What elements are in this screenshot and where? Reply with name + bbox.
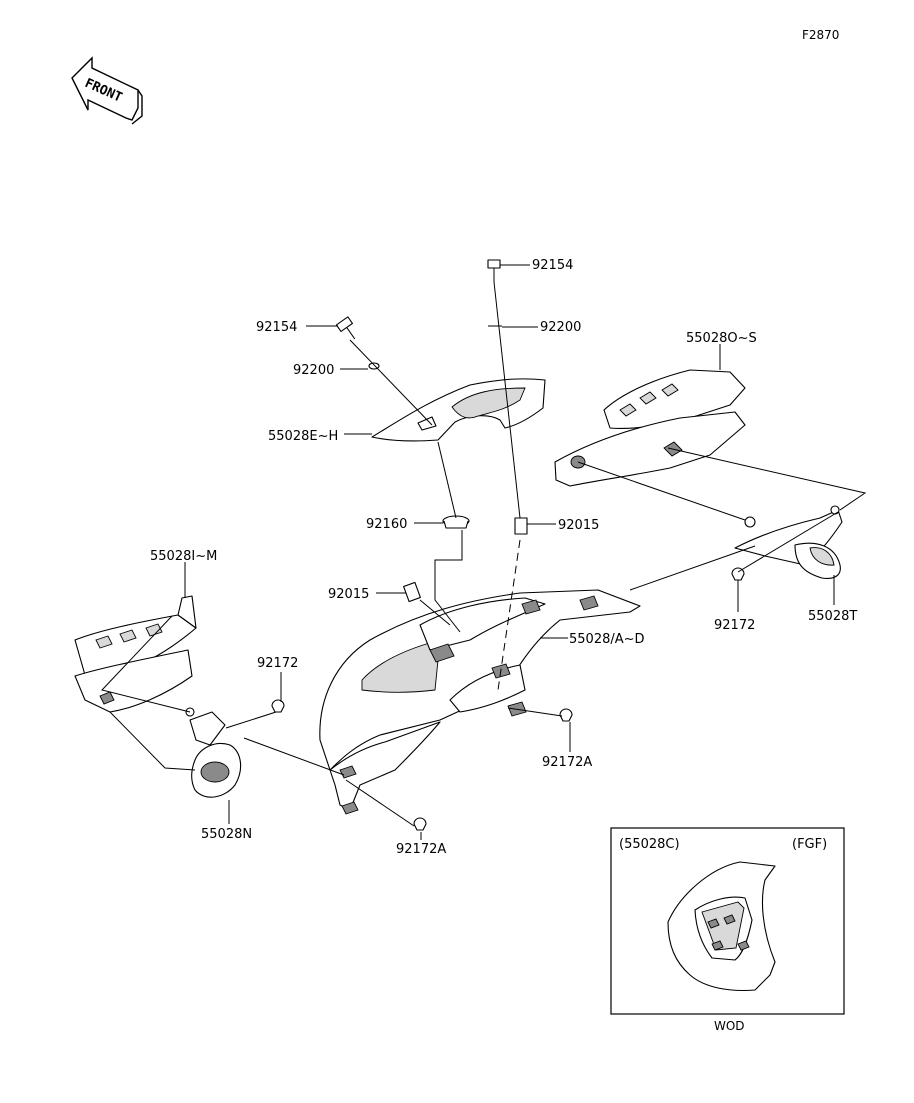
callout-92154-left: 92154 xyxy=(256,320,297,335)
callout-55028n: 55028N xyxy=(201,827,252,842)
callout-92172-right: 92172 xyxy=(714,618,755,633)
diagram-id: F2870 xyxy=(802,28,839,42)
callout-55028e-h: 55028E~H xyxy=(268,429,338,444)
callout-55028i-m: 55028I~M xyxy=(150,549,217,564)
hardware xyxy=(271,259,745,831)
cover-left-lower-part xyxy=(185,707,242,798)
cover-upper-part xyxy=(371,378,546,442)
cover-left-part xyxy=(74,595,197,713)
callout-55028o-s: 55028O~S xyxy=(686,331,757,346)
callout-92200-top: 92200 xyxy=(540,320,581,335)
inset-variant-label: (FGF) xyxy=(792,837,827,852)
callout-92172a-bottom: 92172A xyxy=(396,842,446,857)
callout-92200-left: 92200 xyxy=(293,363,334,378)
inset-part-label: (55028C) xyxy=(619,837,680,852)
callout-92015-center: 92015 xyxy=(558,518,599,533)
front-arrow-icon: FRONT xyxy=(71,56,143,125)
callout-92172a-center: 92172A xyxy=(542,755,592,770)
cover-right-lower-part xyxy=(734,505,843,579)
callout-55028t: 55028T xyxy=(808,609,857,624)
inset-box: (55028C) (FGF) WOD xyxy=(610,827,845,1033)
cover-right-upper-part xyxy=(554,369,746,487)
callout-92172-left: 92172 xyxy=(257,656,298,671)
inset-caption: WOD xyxy=(714,1019,745,1033)
leader-lines xyxy=(184,264,835,840)
callout-92154-top: 92154 xyxy=(532,258,573,273)
assembly-lines xyxy=(101,281,867,827)
callout-55028a-d: 55028/A~D xyxy=(569,632,645,647)
inset-cowl-drawing xyxy=(667,861,776,991)
callouts: 92154 92200 92154 92200 55028E~H 55028O~… xyxy=(150,258,857,857)
callout-92160: 92160 xyxy=(366,517,407,532)
callout-92015-left: 92015 xyxy=(328,587,369,602)
bolt-top-head xyxy=(487,259,501,269)
cowl-main-part xyxy=(319,589,641,815)
